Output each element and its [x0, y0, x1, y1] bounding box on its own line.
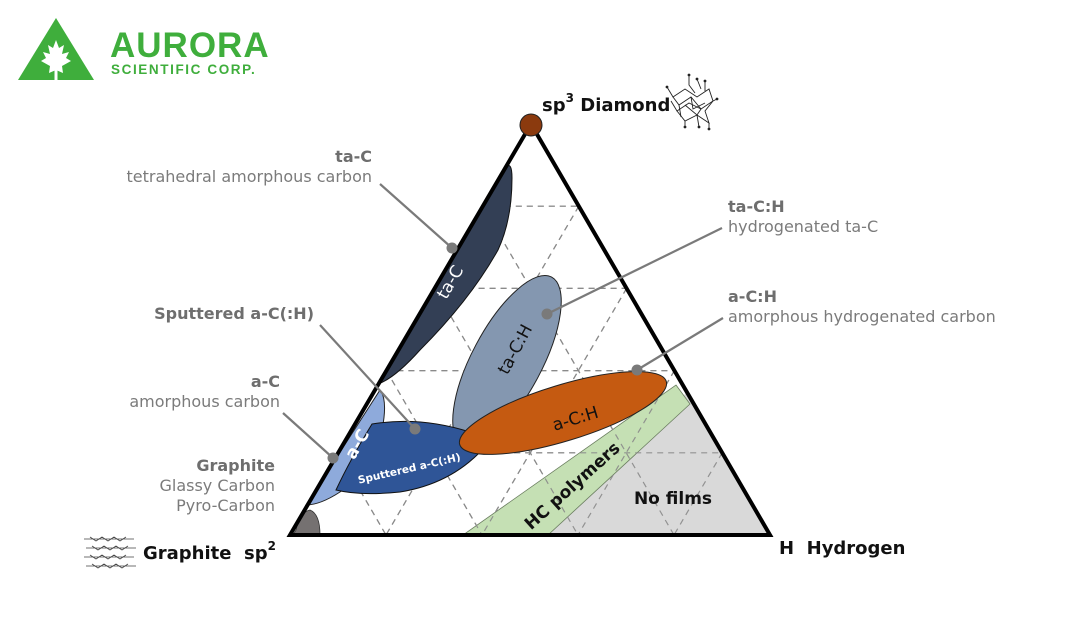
leader-dot-ta-c-h	[541, 308, 553, 320]
callout-graphite-line-2: Pyro-Carbon	[176, 496, 275, 515]
callout-ta-c-h-desc: hydrogenated ta-C	[728, 217, 879, 236]
callout-ta-c-title: ta-C	[335, 147, 372, 166]
callout-ta-c-h: ta-C:H hydrogenated ta-C	[728, 197, 878, 237]
region-no-films	[548, 393, 770, 535]
region-a-c-h	[458, 371, 668, 455]
leader-a-c	[282, 412, 334, 459]
callout-graphite-line-1: Glassy Carbon	[159, 476, 275, 495]
callout-ta-c-desc: tetrahedral amorphous carbon	[126, 167, 373, 186]
callout-a-c-h: a-C:H amorphous hydrogenated carbon	[728, 287, 996, 327]
vertex-graphite-suffix: sp	[244, 543, 268, 564]
leader-ta-c-h	[546, 227, 723, 315]
callout-a-c-title: a-C	[250, 372, 280, 391]
callout-ta-c-h-title: ta-C:H	[728, 197, 785, 216]
vertex-graphite-name: Graphite	[143, 543, 232, 564]
logo-subtitle: SCIENTIFIC CORP.	[111, 62, 257, 77]
leader-dot-a-c-h	[631, 364, 643, 376]
triangle-outline	[286, 120, 774, 537]
diamond-vertex-marker	[519, 113, 543, 137]
diamond-lattice-icon	[666, 75, 718, 129]
leader-dot-ta-c	[446, 242, 458, 254]
vertex-label-graphite: Graphite sp2	[143, 537, 276, 565]
grid-line	[385, 370, 483, 535]
grid-line	[481, 288, 628, 535]
region-sputtered	[335, 420, 484, 495]
callout-a-c-h-desc: amorphous hydrogenated carbon	[728, 307, 996, 326]
graphite-layers-icon	[84, 536, 136, 569]
vertex-diamond-sup: 3	[565, 91, 574, 105]
logo-title: AURORA	[110, 26, 270, 65]
callout-a-c: a-C amorphous carbon	[129, 372, 280, 412]
callout-a-c-desc: amorphous carbon	[129, 392, 280, 411]
vertex-diamond-name: Diamond	[580, 95, 671, 116]
leader-ta-c	[379, 183, 453, 249]
grid-line	[434, 288, 579, 535]
leader-a-c-h	[636, 317, 724, 371]
vertex-diamond-prefix: sp	[542, 95, 566, 116]
callout-a-c-h-title: a-C:H	[728, 287, 777, 306]
vertex-graphite-sup: 2	[267, 539, 276, 553]
callout-sputtered: Sputtered a-C(:H)	[154, 304, 314, 324]
grid-line	[673, 452, 723, 535]
leader-dot-a-c	[327, 452, 339, 464]
vertex-label-diamond: sp3 Diamond	[542, 89, 670, 117]
callout-graphite: Graphite Glassy Carbon Pyro-Carbon	[159, 456, 275, 516]
grid-line	[482, 205, 675, 535]
callout-ta-c: ta-C tetrahedral amorphous carbon	[127, 147, 373, 187]
callout-graphite-title: Graphite	[196, 456, 275, 475]
callout-sputtered-title: Sputtered a-C(:H)	[154, 304, 314, 323]
leader-dot-sputtered	[409, 423, 421, 435]
leader-sputtered	[319, 324, 416, 430]
region-label-no-films: No films	[634, 489, 712, 509]
vertex-hydrogen-prefix: H	[779, 538, 795, 559]
vertex-label-hydrogen: H Hydrogen	[779, 538, 905, 560]
vertex-hydrogen-name: Hydrogen	[806, 538, 906, 559]
logo-icon	[18, 18, 94, 80]
region-hc-polymers	[461, 384, 691, 535]
grid-line	[577, 370, 675, 535]
